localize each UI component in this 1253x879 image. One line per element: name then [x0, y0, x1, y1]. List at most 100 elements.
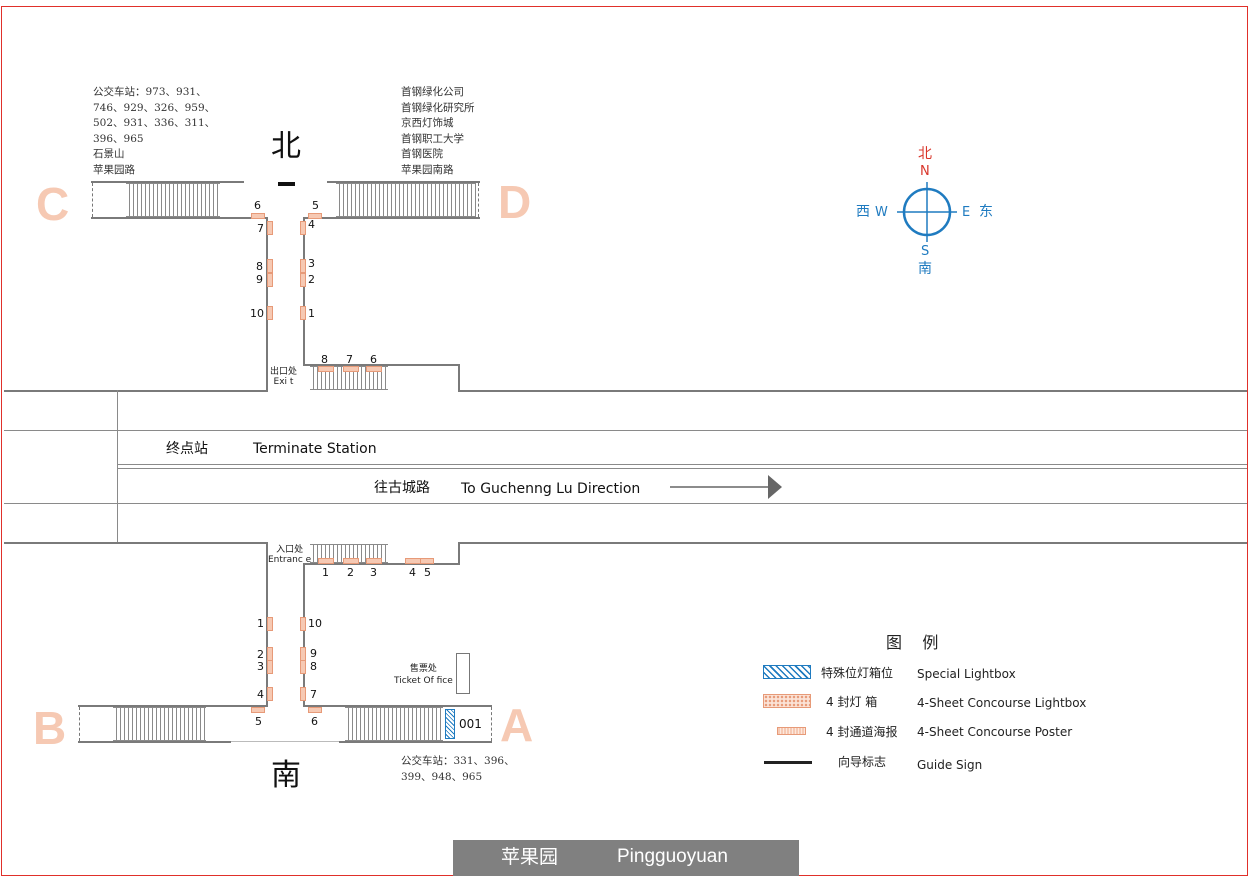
compass-west-en: W	[875, 205, 888, 220]
lightbox	[343, 558, 359, 564]
track-line	[117, 464, 1247, 465]
lightbox-swatch	[763, 694, 811, 708]
exit-c-edge	[92, 183, 94, 217]
info-line: 苹果园路	[93, 163, 135, 176]
exit-cn: 出口处	[270, 367, 298, 377]
poster	[300, 259, 306, 273]
exit-label: 出口处 Exi t	[270, 367, 297, 387]
lightbox	[420, 558, 434, 564]
wall	[458, 542, 1247, 544]
poster-number: 5	[312, 199, 319, 212]
station-name-cn: 苹果园	[501, 846, 559, 868]
lightbox-number: 7	[346, 353, 353, 366]
compass-north-en: N	[920, 164, 930, 179]
wall	[303, 364, 460, 366]
exit-b-edge	[79, 707, 81, 741]
direction-en: To Guchenng Lu Direction	[461, 481, 641, 497]
poster-number: 3	[257, 660, 264, 673]
stairs-c	[126, 183, 220, 217]
wall	[458, 542, 460, 565]
lightbox	[343, 366, 359, 372]
info-line: 502、931、336、311、	[93, 117, 216, 129]
wall	[327, 181, 480, 183]
wall	[91, 217, 267, 219]
exit-c-info: 公交车站：973、931、 746、929、326、959、 502、931、3…	[93, 85, 215, 178]
poster-number: 2	[308, 273, 315, 286]
poster	[300, 687, 306, 701]
poster	[251, 213, 265, 219]
entrance-label: 入口处 Entranc e	[268, 545, 311, 565]
stairs-a	[345, 707, 443, 741]
wall	[78, 705, 268, 707]
exit-a-info: 公交车站：331、396、 399、948、965	[401, 754, 515, 785]
wall	[458, 364, 460, 392]
compass-west-cn: 西	[856, 204, 870, 220]
platform-edge	[4, 430, 1247, 431]
compass-rose-icon	[897, 182, 957, 242]
poster	[308, 707, 322, 713]
legend-guide-en: Guide Sign	[917, 758, 983, 772]
legend-title: 图 例	[886, 633, 939, 652]
wall	[339, 741, 492, 743]
info-line: 苹果园南路	[401, 163, 454, 176]
info-line: 首钢职工大学	[401, 132, 464, 145]
compass-south-en: S	[921, 244, 930, 259]
poster	[300, 647, 306, 661]
lightbox	[318, 366, 334, 372]
poster-number: 5	[255, 715, 262, 728]
terminate-en: Terminate Station	[253, 441, 377, 457]
poster	[267, 647, 273, 661]
lightbox	[405, 558, 421, 564]
poster	[300, 617, 306, 631]
lightbox-number: 5	[424, 566, 431, 579]
legend-special-cn: 特殊位灯箱位	[821, 666, 894, 680]
legend-special-en: Special Lightbox	[917, 667, 1016, 681]
lightbox-number: 3	[370, 566, 377, 579]
exit-c-label: C	[36, 178, 70, 230]
ticket-cn: 售票处	[409, 664, 437, 674]
legend-guide-cn: 向导标志	[838, 755, 887, 769]
poster-number: 2	[257, 648, 264, 661]
special-lightbox-id: 001	[459, 717, 482, 731]
poster-number: 3	[308, 257, 315, 270]
poster-number: 6	[254, 199, 261, 212]
special-lightbox-swatch	[763, 665, 811, 679]
compass-north-cn: 北	[918, 146, 932, 162]
ticket-office-box	[456, 653, 470, 694]
exit-b-label: B	[33, 702, 67, 754]
passage-floor	[231, 741, 339, 742]
wall	[4, 542, 267, 544]
compass-east-cn: 东	[979, 204, 993, 220]
poster-number: 6	[311, 715, 318, 728]
wall	[266, 217, 268, 392]
poster	[267, 687, 273, 701]
wall	[303, 563, 460, 565]
poster-number: 10	[308, 617, 322, 630]
exit-a-label: A	[500, 699, 534, 751]
poster-number: 9	[256, 273, 263, 286]
poster	[300, 660, 306, 674]
lightbox	[318, 558, 334, 564]
wall	[304, 217, 480, 219]
lightbox-number: 1	[322, 566, 329, 579]
poster-number: 8	[310, 660, 317, 673]
info-line: 746、929、326、959、	[93, 101, 216, 114]
info-line: 396、965	[93, 132, 144, 145]
info-line: 首钢医院	[401, 148, 443, 160]
poster	[267, 273, 273, 287]
platform-edge	[4, 503, 1247, 504]
lightbox-number: 8	[321, 353, 328, 366]
wall	[4, 390, 267, 392]
entrance-cn: 入口处	[276, 545, 304, 555]
poster-number: 9	[310, 647, 317, 660]
guide-sign	[278, 182, 295, 186]
exit-en: Exi t	[273, 377, 294, 387]
guide-sign-swatch	[764, 761, 812, 764]
legend-poster-cn: 4 封通道海报	[826, 725, 898, 739]
exit-d-info: 首钢绿化公司 首钢绿化研究所 京西灯饰城 首钢职工大学 首钢医院 苹果园南路	[401, 85, 475, 178]
wall	[78, 741, 231, 743]
exit-d-label: D	[498, 176, 532, 228]
info-line: 石景山	[93, 148, 125, 160]
wall	[458, 390, 1247, 392]
north-label: 北	[271, 129, 301, 164]
